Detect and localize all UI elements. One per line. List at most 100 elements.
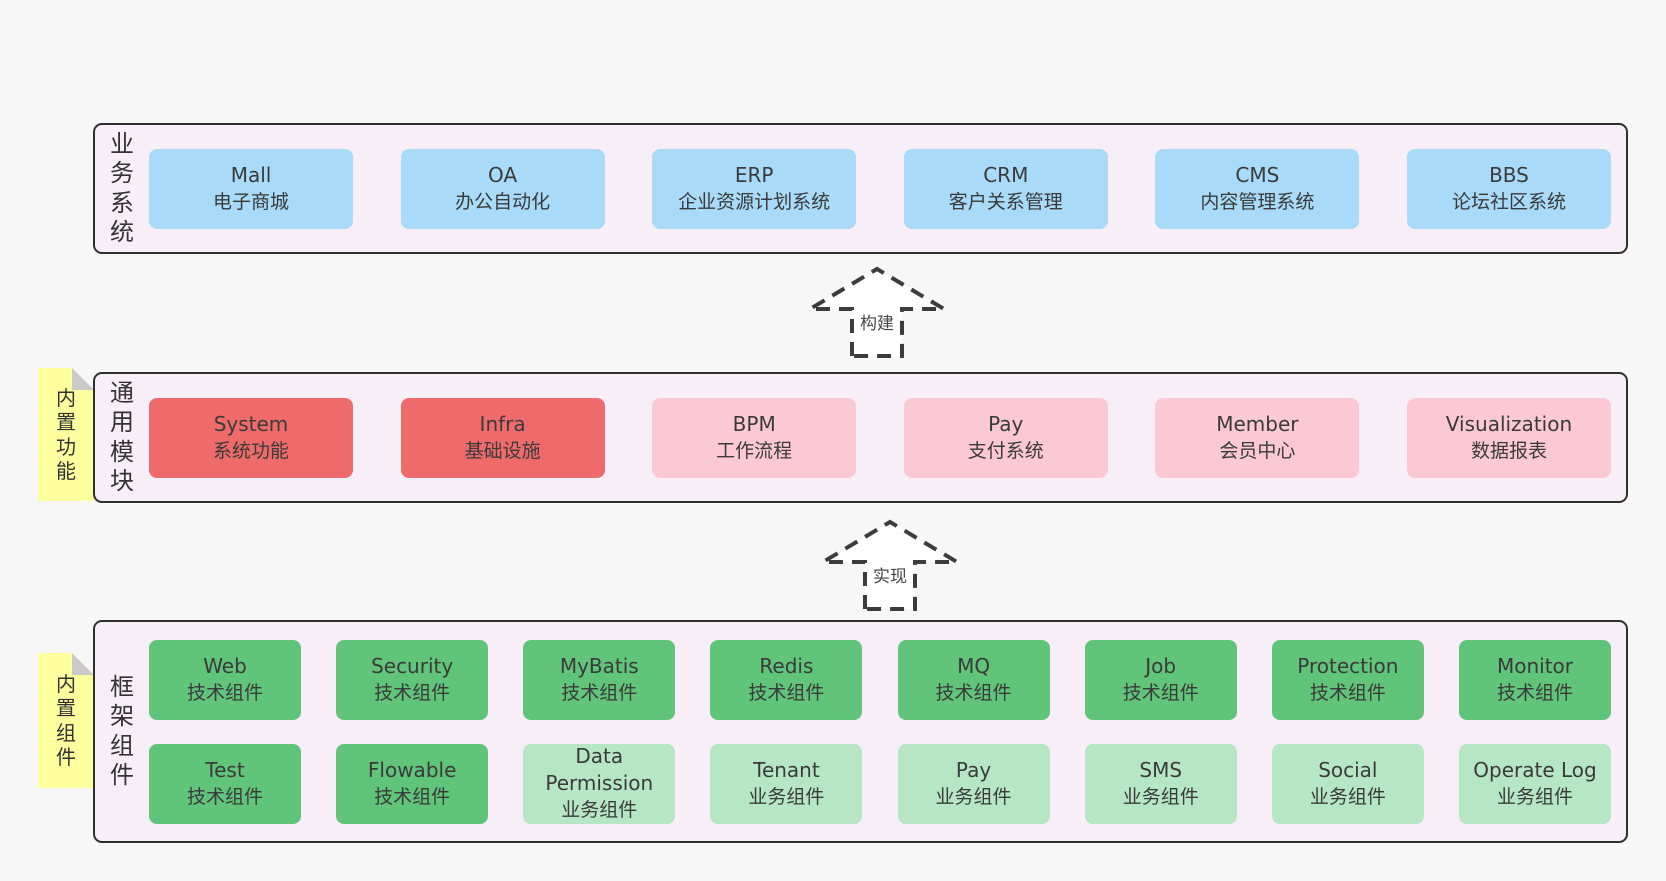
band-common-modules: 通用模块 System 系统功能 Infra 基础设施 BPM 工作流程 Pay… xyxy=(93,372,1628,503)
box-name: Operate Log xyxy=(1473,757,1597,782)
box-tenant: Tenant 业务组件 xyxy=(710,743,863,824)
box-sub: 电子商城 xyxy=(212,190,289,213)
box-name: Infra xyxy=(479,411,526,436)
box-sub: 数据报表 xyxy=(1470,439,1547,462)
box-name: Protection xyxy=(1297,653,1399,678)
box-sub: 技术组件 xyxy=(186,785,263,808)
arrow-implement: 实现 xyxy=(819,516,961,612)
box-sub: 技术组件 xyxy=(374,681,451,704)
box-member: Member 会员中心 xyxy=(1155,397,1360,478)
box-name: Pay xyxy=(988,411,1024,436)
box-sub: 技术组件 xyxy=(935,681,1012,704)
box-name: MyBatis xyxy=(559,653,639,678)
band-business-systems-content: Mall 电子商城 OA 办公自动化 ERP 企业资源计划系统 CRM 客户关系… xyxy=(149,125,1626,252)
box-pay-system: Pay 支付系统 xyxy=(903,397,1108,478)
box-mq: MQ 技术组件 xyxy=(897,639,1050,720)
box-sub: 论坛社区系统 xyxy=(1451,190,1566,213)
box-monitor: Monitor 技术组件 xyxy=(1458,639,1611,720)
box-infra: Infra 基础设施 xyxy=(400,397,605,478)
box-sub: 会员中心 xyxy=(1219,439,1296,462)
box-name: Member xyxy=(1216,411,1299,436)
box-name: Job xyxy=(1145,653,1177,678)
box-sub: 技术组件 xyxy=(561,681,638,704)
band-common-modules-content: System 系统功能 Infra 基础设施 BPM 工作流程 Pay 支付系统… xyxy=(149,374,1626,501)
box-sub: 技术组件 xyxy=(748,681,825,704)
box-sub: 业务组件 xyxy=(748,785,825,808)
box-erp: ERP 企业资源计划系统 xyxy=(652,148,857,229)
box-mall: Mall 电子商城 xyxy=(149,148,353,229)
box-sub: 系统功能 xyxy=(212,439,289,462)
box-mybatis: MyBatis 技术组件 xyxy=(523,639,676,720)
box-crm: CRM 客户关系管理 xyxy=(903,148,1108,229)
arrow-build: 构建 xyxy=(806,263,948,359)
box-sub: 基础设施 xyxy=(464,439,541,462)
box-name: BPM xyxy=(732,411,776,436)
box-name: Tenant xyxy=(753,757,820,782)
box-sub: 技术组件 xyxy=(1122,681,1199,704)
fold-corner-icon xyxy=(72,368,94,390)
box-sub: 技术组件 xyxy=(186,681,263,704)
box-name: Visualization xyxy=(1445,411,1573,436)
box-sub: 业务组件 xyxy=(1496,785,1573,808)
box-security: Security 技术组件 xyxy=(336,639,489,720)
box-operate-log: Operate Log 业务组件 xyxy=(1458,743,1611,824)
band-label-text: 框架组件 xyxy=(110,672,134,789)
band-label-text: 业务系统 xyxy=(110,129,134,246)
sticky-note-built-in-components: 内置组件 xyxy=(38,653,94,788)
box-sub: 业务组件 xyxy=(561,799,638,821)
box-flowable: Flowable 技术组件 xyxy=(336,743,489,824)
box-sub: 业务组件 xyxy=(1122,785,1199,808)
box-sub: 技术组件 xyxy=(374,785,451,808)
box-name: Social xyxy=(1318,757,1378,782)
band-label-framework-components: 框架组件 xyxy=(95,622,149,841)
box-sub: 客户关系管理 xyxy=(948,190,1063,213)
box-sub: 技术组件 xyxy=(1496,681,1573,704)
box-sub: 业务组件 xyxy=(935,785,1012,808)
box-sms: SMS 业务组件 xyxy=(1084,743,1237,824)
box-name: OA xyxy=(488,162,518,187)
box-name: Flowable xyxy=(367,757,457,782)
box-social: Social 业务组件 xyxy=(1271,743,1424,824)
box-sub: 技术组件 xyxy=(1309,681,1386,704)
box-sub: 企业资源计划系统 xyxy=(678,190,831,213)
box-bbs: BBS 论坛社区系统 xyxy=(1406,148,1611,229)
box-name: ERP xyxy=(734,162,774,187)
box-bpm: BPM 工作流程 xyxy=(652,397,857,478)
box-name: Redis xyxy=(759,653,814,678)
band-business-systems: 业务系统 Mall 电子商城 OA 办公自动化 ERP 企业资源计划系统 CRM… xyxy=(93,123,1628,254)
box-cms: CMS 内容管理系统 xyxy=(1155,148,1360,229)
arrow-build-label: 构建 xyxy=(858,309,896,334)
band-label-business-systems: 业务系统 xyxy=(95,125,149,252)
box-name: Test xyxy=(205,757,245,782)
box-data-permission: Data Permission 业务组件 xyxy=(523,743,676,824)
fold-corner-icon xyxy=(72,653,94,675)
box-name: MQ xyxy=(957,653,991,678)
sticky-note-built-in-features: 内置功能 xyxy=(38,368,94,501)
box-job: Job 技术组件 xyxy=(1084,639,1237,720)
box-system: System 系统功能 xyxy=(149,397,353,478)
box-sub: 办公自动化 xyxy=(455,190,551,213)
box-sub: 业务组件 xyxy=(1309,785,1386,808)
box-name: System xyxy=(213,411,289,436)
box-visualization: Visualization 数据报表 xyxy=(1406,397,1611,478)
box-sub: 支付系统 xyxy=(967,439,1044,462)
box-name: CRM xyxy=(983,162,1029,187)
box-name: SMS xyxy=(1139,757,1183,782)
band-framework-components-content: Web 技术组件 Security 技术组件 MyBatis 技术组件 Redi… xyxy=(149,622,1626,841)
box-name: Pay xyxy=(955,757,992,782)
box-pay-component: Pay 业务组件 xyxy=(897,743,1050,824)
box-test: Test 技术组件 xyxy=(149,743,301,824)
box-name: Monitor xyxy=(1496,653,1573,678)
band-label-common-modules: 通用模块 xyxy=(95,374,149,501)
box-name: CMS xyxy=(1235,162,1280,187)
box-web: Web 技术组件 xyxy=(149,639,301,720)
box-sub: 工作流程 xyxy=(716,439,793,462)
sticky-note-text: 内置功能 xyxy=(56,385,76,483)
box-name: Web xyxy=(203,653,247,678)
box-name: BBS xyxy=(1489,162,1529,187)
band-framework-components: 框架组件 Web 技术组件 Security 技术组件 MyBatis 技术组件… xyxy=(93,620,1628,843)
box-oa: OA 办公自动化 xyxy=(400,148,605,229)
band-label-text: 通用模块 xyxy=(110,378,134,495)
box-protection: Protection 技术组件 xyxy=(1271,639,1424,720)
sticky-note-text: 内置组件 xyxy=(56,671,76,769)
